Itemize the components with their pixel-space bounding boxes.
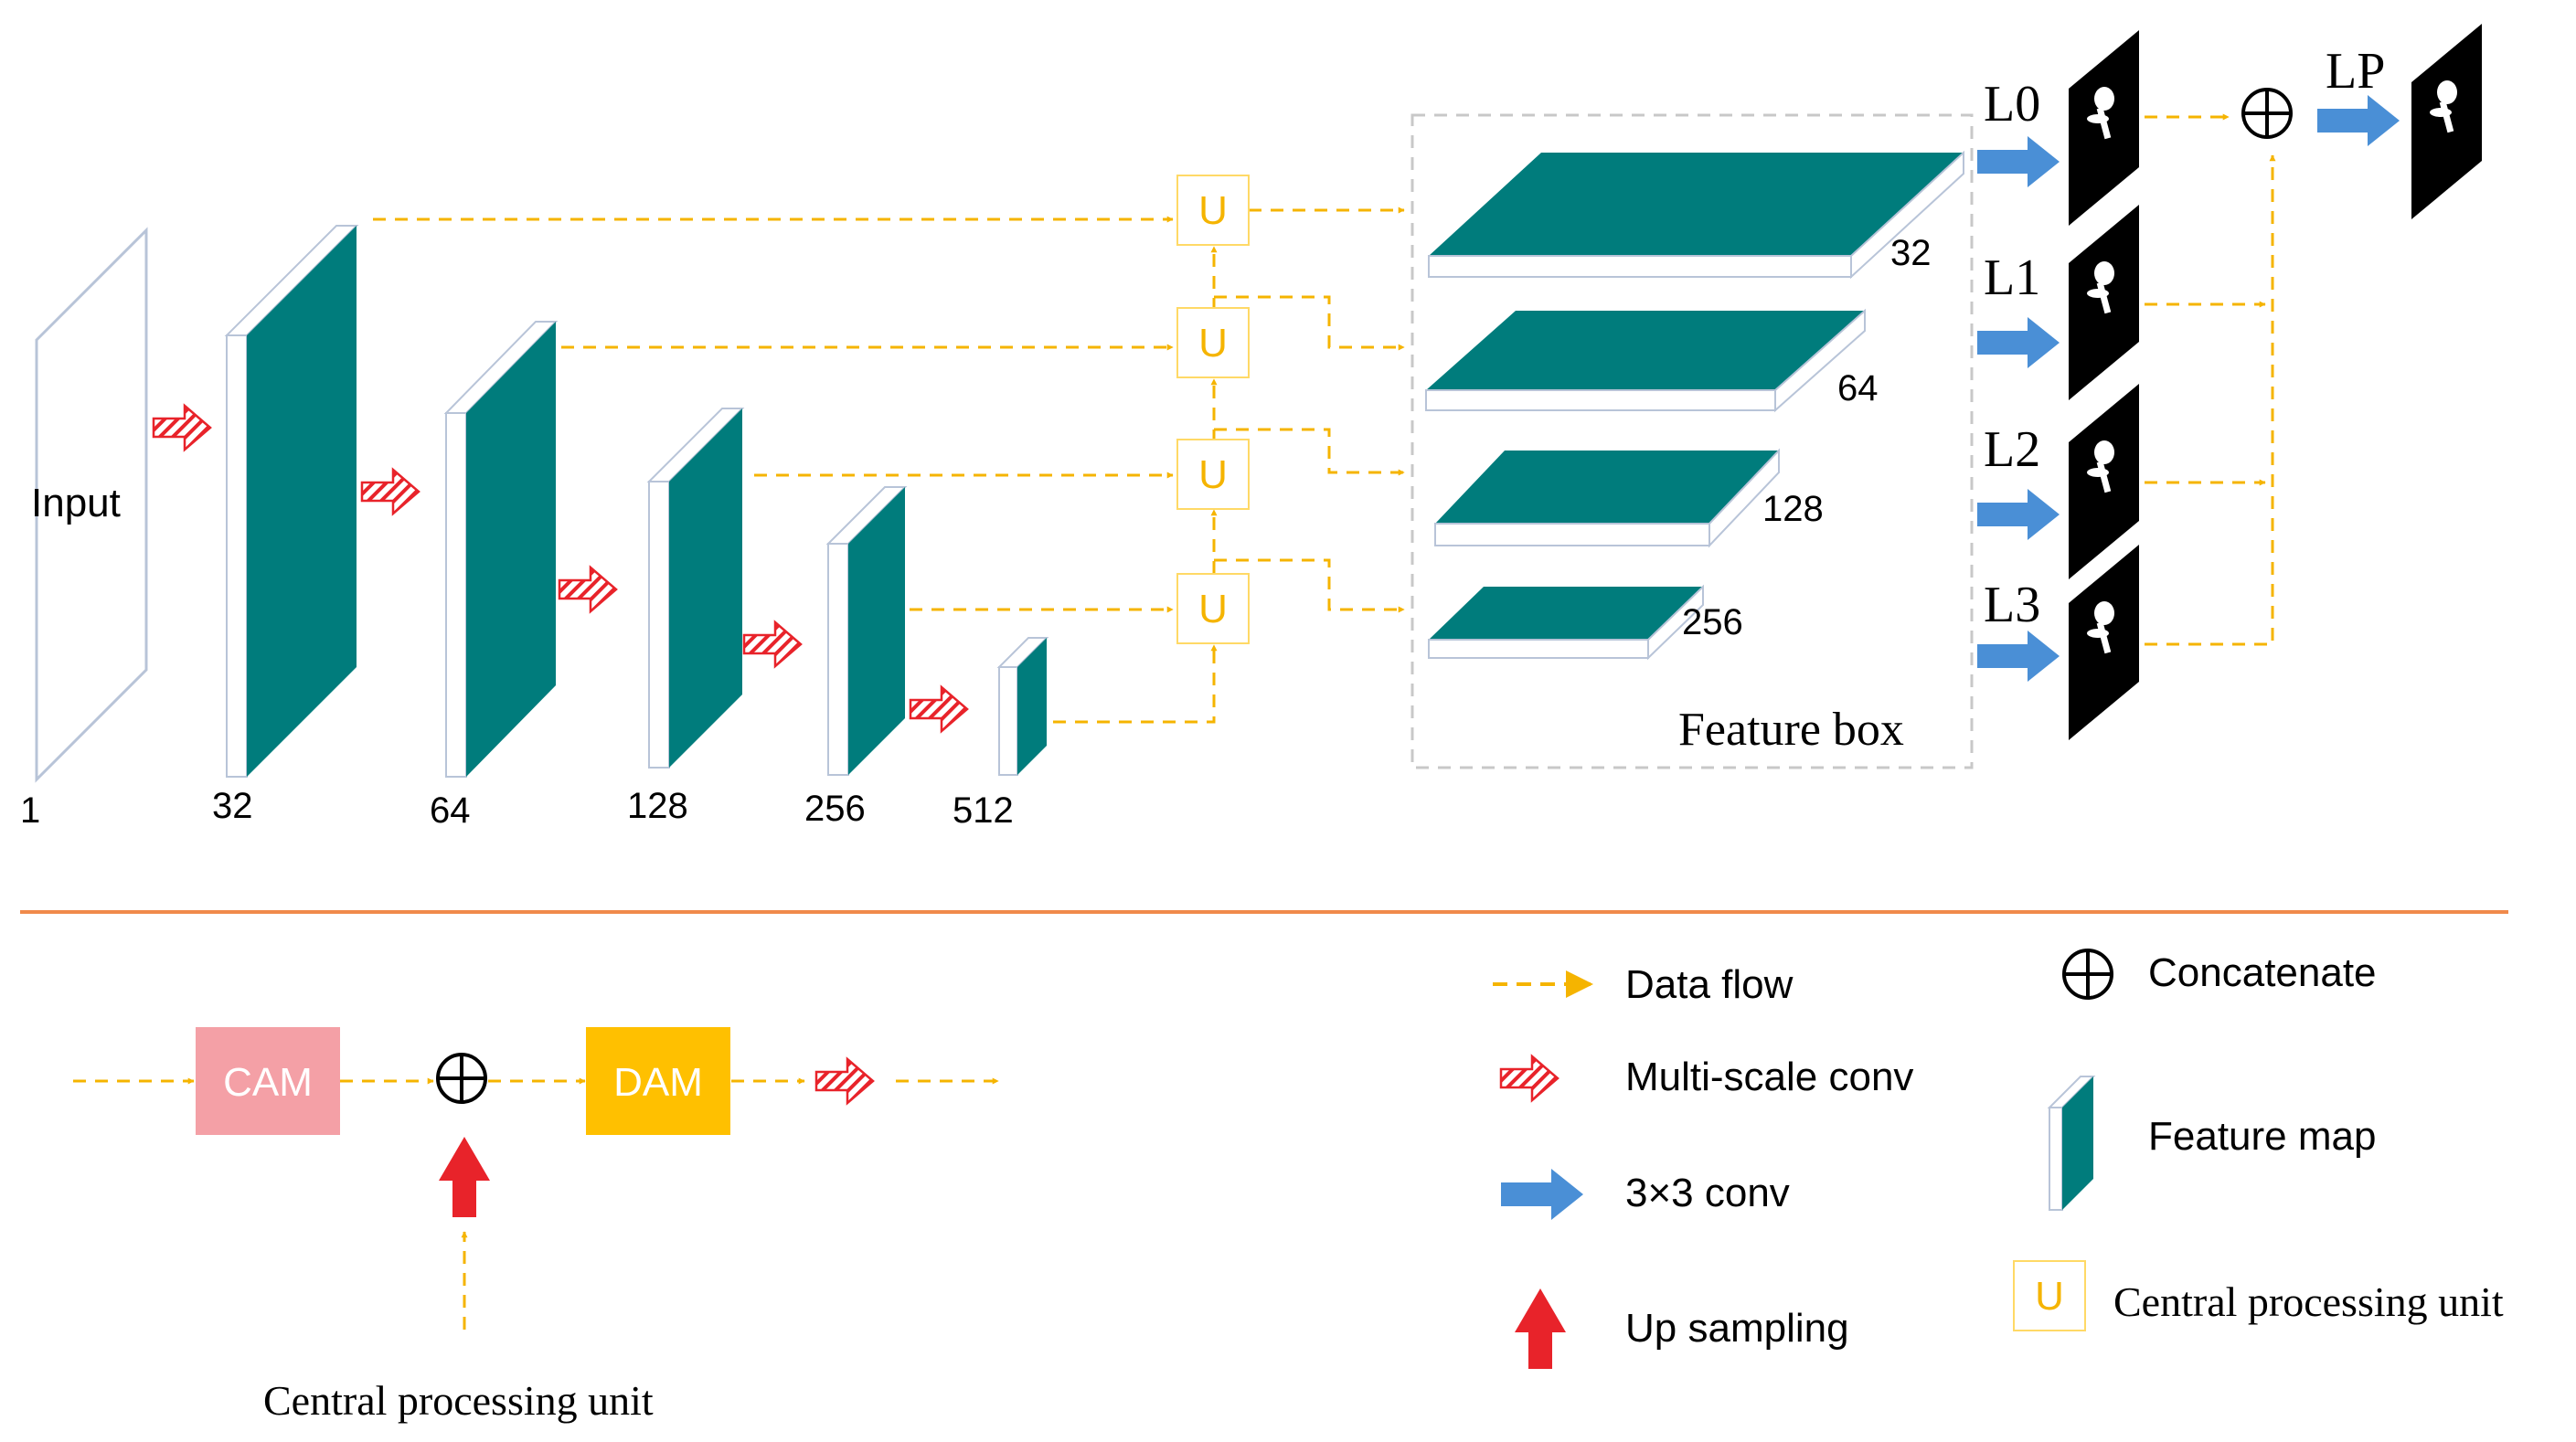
up-sampling-arrow-cpu (439, 1137, 490, 1217)
feature-plate-32: 32 (1428, 150, 1964, 280)
cam-block (196, 1027, 340, 1135)
cam-label: CAM (223, 1060, 313, 1105)
dam-label: DAM (613, 1060, 703, 1105)
feature-map-256: 256 (804, 486, 908, 829)
encoder: Input 1 32 64 128 256 (20, 225, 1049, 831)
feature-map-128: 128 (627, 408, 745, 826)
legend-concatenate-icon (2062, 949, 2113, 1000)
prediction-map-l1 (2069, 205, 2139, 400)
multi-scale-conv-arrow-1 (152, 404, 212, 451)
output-label-lp: LP (2326, 43, 2385, 100)
u-block-1: U (1176, 307, 1250, 378)
prediction-map-l3 (2069, 545, 2139, 740)
cpu-detail: CAM DAM Central processing unit (73, 1027, 999, 1424)
u-block-3: U (1176, 573, 1250, 644)
multi-scale-conv-arrow-4 (742, 620, 803, 668)
feature-box: 32 64 128 256 Feature box (1410, 113, 1974, 769)
feature-map-64: 64 (430, 321, 559, 831)
plate-label-32: 32 (1890, 233, 1932, 273)
legend-multi-scale-conv-label: Multi-scale conv (1625, 1055, 1913, 1099)
legend-up-sampling: Up sampling (1515, 1288, 1849, 1369)
legend-central-processing-unit: U Central processing unit (2013, 1260, 2504, 1331)
plate-label-256: 256 (1682, 602, 1743, 642)
legend-conv3x3-icon (1501, 1169, 1583, 1220)
legend-data-flow: Data flow (1493, 962, 1794, 1007)
output-label-l0: L0 (1984, 76, 2040, 133)
u-block-label: U (1198, 321, 1228, 366)
plate-label-64: 64 (1837, 368, 1879, 408)
legend-up-sampling-icon (1515, 1288, 1566, 1369)
output-label-l1: L1 (1984, 249, 2040, 306)
legend-concatenate-label: Concatenate (2148, 950, 2377, 995)
output-label-l3: L3 (1984, 577, 2040, 633)
legend-feature-map-label: Feature map (2148, 1114, 2376, 1159)
feature-plate-256: 256 (1428, 584, 1743, 661)
multi-scale-conv-arrow-3 (558, 566, 618, 613)
legend: Data flow Multi-scale conv 3×3 conv Up s… (1493, 949, 2504, 1369)
multi-scale-conv-arrow-cpu (814, 1057, 875, 1105)
legend-multi-scale-conv: Multi-scale conv (1499, 1055, 1913, 1102)
prediction-map-l2 (2069, 384, 2139, 579)
dam-block (586, 1027, 730, 1135)
u-block-label: U (1198, 188, 1228, 233)
channels-label-128: 128 (627, 786, 688, 826)
legend-data-flow-label: Data flow (1625, 962, 1794, 1007)
legend-u-icon: U (2035, 1274, 2064, 1319)
concatenate-symbol-cpu (436, 1053, 487, 1104)
input-layer: Input 1 (20, 227, 148, 831)
input-label: Input (31, 481, 121, 525)
multi-scale-conv-arrow-5 (909, 685, 969, 733)
channels-label-512: 512 (953, 790, 1014, 831)
feature-map-512: 512 (953, 637, 1049, 831)
outputs: L0 L1 L2 L3 LP (1977, 24, 2482, 740)
feature-plate-64: 64 (1425, 308, 1879, 413)
channels-label-64: 64 (430, 790, 471, 831)
channels-label-32: 32 (212, 786, 253, 826)
conv3x3-arrow-l2 (1977, 489, 2060, 540)
u-block-0: U (1176, 175, 1250, 246)
prediction-map-lp (2411, 24, 2482, 219)
feature-plate-128: 128 (1434, 448, 1824, 548)
u-block-label: U (1198, 587, 1228, 631)
legend-concatenate: Concatenate (2062, 949, 2377, 1000)
feature-map-32: 32 (212, 225, 359, 826)
feature-box-title: Feature box (1678, 704, 1904, 756)
u-block-2: U (1176, 439, 1250, 510)
prediction-map-l0 (2069, 30, 2139, 226)
input-channels-label: 1 (20, 790, 40, 831)
legend-feature-map: Feature map (2047, 1076, 2376, 1211)
legend-up-sampling-label: Up sampling (1625, 1306, 1849, 1351)
conv3x3-arrow-l0 (1977, 136, 2060, 187)
channels-label-256: 256 (804, 789, 866, 829)
data-flow-paths (373, 207, 1405, 724)
legend-central-processing-unit-label: Central processing unit (2113, 1278, 2504, 1325)
output-label-l2: L2 (1984, 421, 2040, 478)
concatenate-symbol (2241, 88, 2293, 139)
conv3x3-arrow-final (2317, 95, 2400, 146)
conv3x3-arrow-l3 (1977, 631, 2060, 682)
output-flow-paths (2145, 113, 2276, 646)
multi-scale-conv-arrow-2 (360, 468, 420, 515)
legend-multi-scale-conv-icon (1499, 1055, 1559, 1102)
conv3x3-arrow-l1 (1977, 317, 2060, 368)
u-block-label: U (1198, 452, 1228, 497)
cpu-caption: Central processing unit (263, 1377, 654, 1424)
legend-conv3x3-label: 3×3 conv (1625, 1171, 1790, 1215)
plate-label-128: 128 (1762, 489, 1824, 529)
legend-conv3x3: 3×3 conv (1501, 1169, 1790, 1220)
